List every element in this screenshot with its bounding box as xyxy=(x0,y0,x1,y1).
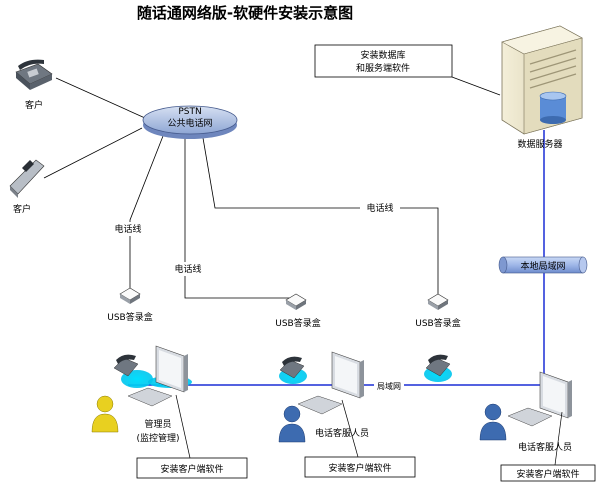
database-icon xyxy=(539,91,567,124)
install-client-label: 安装客户端软件 xyxy=(328,462,391,474)
diagram-title: 随话通网络版-软硬件安装示意图 xyxy=(137,4,353,22)
workstation-agent xyxy=(424,354,572,441)
server-callout: 安装数据库 和服务端软件 xyxy=(314,44,453,78)
usb-box-icon xyxy=(119,287,141,304)
monitor-icon xyxy=(331,351,364,399)
pstn-cloud: PSTN 公共电话网 xyxy=(142,105,238,139)
install-client-box: 安装客户端软件 xyxy=(304,456,416,478)
admin-sublabel: (监控管理) xyxy=(136,432,179,444)
install-client-label: 安装客户端软件 xyxy=(160,463,223,475)
install-client-box: 安装客户端软件 xyxy=(500,464,596,482)
lan-label: 局域网 xyxy=(377,381,401,391)
agent-label: 电话客服人员 xyxy=(315,427,369,439)
lan-lines xyxy=(128,130,545,386)
workstation-admin xyxy=(91,345,192,433)
desk-phone-icon xyxy=(279,356,305,379)
usb-box-label: USB答录盒 xyxy=(275,317,320,329)
phone-lines xyxy=(43,76,501,299)
install-client-box: 安装客户端软件 xyxy=(136,457,248,479)
db-server-label: 数据服务器 xyxy=(517,138,562,150)
usb-box-icon xyxy=(285,293,307,310)
usb-box-icon xyxy=(427,293,449,310)
pstn-label: PSTN xyxy=(178,107,201,117)
person-icon xyxy=(91,395,119,433)
workstation-agent xyxy=(278,351,364,443)
install-callout-lines xyxy=(175,394,563,466)
keyboard-icon xyxy=(507,407,553,427)
install-client-label: 安装客户端软件 xyxy=(516,468,579,480)
phone-line-label: 电话线 xyxy=(114,223,141,235)
monitor-icon xyxy=(539,371,572,419)
usb-box-label: USB答录盒 xyxy=(415,317,460,329)
phone-line-label: 电话线 xyxy=(174,263,201,275)
person-icon xyxy=(278,405,306,443)
phone-line-label: 电话线 xyxy=(366,202,393,214)
server-callout-line2: 和服务端软件 xyxy=(356,62,410,74)
desk-phone-icon xyxy=(15,59,53,90)
keyboard-icon xyxy=(297,395,343,415)
lan-tube-label: 本地局域网 xyxy=(520,260,565,272)
admin-label: 管理员 xyxy=(144,418,171,430)
person-icon xyxy=(479,403,507,441)
monitor-icon xyxy=(155,345,188,393)
desk-phone-icon xyxy=(113,354,139,377)
agent-label: 电话客服人员 xyxy=(518,441,572,453)
pstn-sublabel: 公共电话网 xyxy=(167,117,212,129)
mobile-phone-icon xyxy=(9,159,45,198)
usb-box-label: USB答录盒 xyxy=(107,311,152,323)
customer-a-label: 客户 xyxy=(25,99,43,111)
server-callout-line1: 安装数据库 xyxy=(360,49,405,61)
desk-phone-icon xyxy=(425,354,451,377)
keyboard-icon xyxy=(127,387,173,407)
customer-b-label: 客户 xyxy=(13,203,31,215)
lan-tube: 本地局域网 xyxy=(498,256,588,274)
